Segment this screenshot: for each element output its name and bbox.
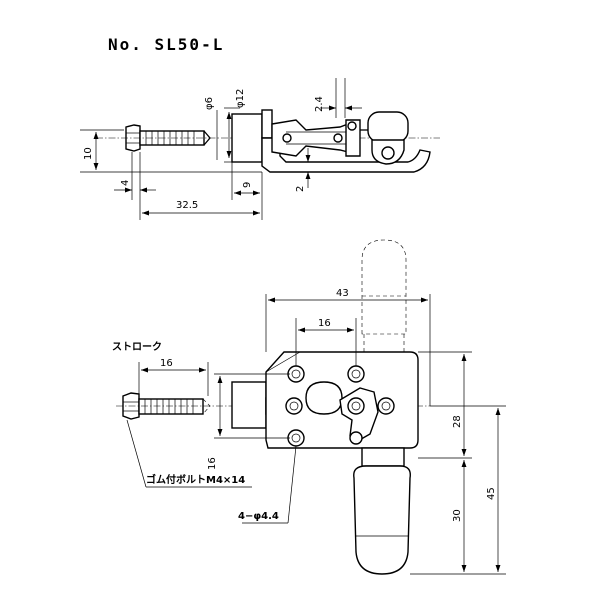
mounting-hole-inner xyxy=(289,401,299,411)
front-body-chamfer xyxy=(265,351,301,373)
dim-16-vert-label: 16 xyxy=(207,457,218,470)
top-link-pin xyxy=(333,133,343,143)
top-collar xyxy=(261,109,273,139)
rubber-bolt-leader xyxy=(126,419,147,488)
dim-9-label: 9 xyxy=(242,182,253,188)
dim-stroke-value: 16 xyxy=(160,358,173,369)
dim-45-label: 45 xyxy=(486,487,497,500)
top-link-pin xyxy=(282,133,292,143)
dim-30-label: 30 xyxy=(452,509,463,522)
dim-phi6-label: φ6 xyxy=(204,97,215,110)
front-bolt-tip xyxy=(202,398,211,415)
mounting-hole xyxy=(287,429,305,447)
drawing-title: No. SL50-L xyxy=(108,35,224,54)
front-bolt-thread xyxy=(144,399,194,414)
top-hex-nut xyxy=(125,124,141,152)
mounting-hole xyxy=(287,365,305,383)
dim-28-label: 28 xyxy=(452,415,463,428)
stroke-label: ストローク xyxy=(112,341,162,353)
mounting-hole-inner xyxy=(291,369,301,379)
dim-2-4-label: 2.4 xyxy=(314,96,325,112)
dim-32-5-label: 32.5 xyxy=(176,200,198,211)
holes-label: 4−φ4.4 xyxy=(238,511,279,522)
top-clip xyxy=(347,121,357,131)
mounting-hole-inner xyxy=(351,369,361,379)
dim-phi12-label: φ12 xyxy=(235,89,246,108)
dim-16-top-label: 16 xyxy=(318,318,331,329)
top-guide-cylinder xyxy=(231,113,263,163)
rubber-bolt-label: ゴム付ボルトM4×14 xyxy=(146,473,245,486)
dim-4-label: 4 xyxy=(120,180,131,186)
handle-neck xyxy=(361,447,405,467)
pivot-hole xyxy=(377,397,395,415)
dim-10-label: 10 xyxy=(83,147,94,160)
dim-2-label: 2 xyxy=(295,186,306,192)
front-guide-cylinder xyxy=(231,381,267,429)
lever-pin xyxy=(349,431,363,445)
holes-leader xyxy=(287,445,297,524)
top-handle-knob xyxy=(367,111,409,143)
mounting-hole xyxy=(285,397,303,415)
handle-grip xyxy=(353,465,411,575)
front-threaded-bolt xyxy=(138,398,204,415)
pivot-hole-inner xyxy=(351,401,361,411)
mounting-hole-inner xyxy=(291,433,301,443)
front-view: 43 16 ストローク 16 16 28 30 45 ゴム付ボルトM4× xyxy=(112,239,506,575)
pivot-hole xyxy=(347,397,365,415)
pivot-hole-inner xyxy=(381,401,391,411)
top-pivot-bolt xyxy=(381,146,395,160)
dim-43-label: 43 xyxy=(336,288,349,299)
top-view: φ6 φ12 2.4 10 4 9 2 32.5 xyxy=(80,78,440,220)
front-cam-cutout xyxy=(305,381,343,415)
handle-open-position xyxy=(361,239,407,335)
mounting-hole xyxy=(347,365,365,383)
